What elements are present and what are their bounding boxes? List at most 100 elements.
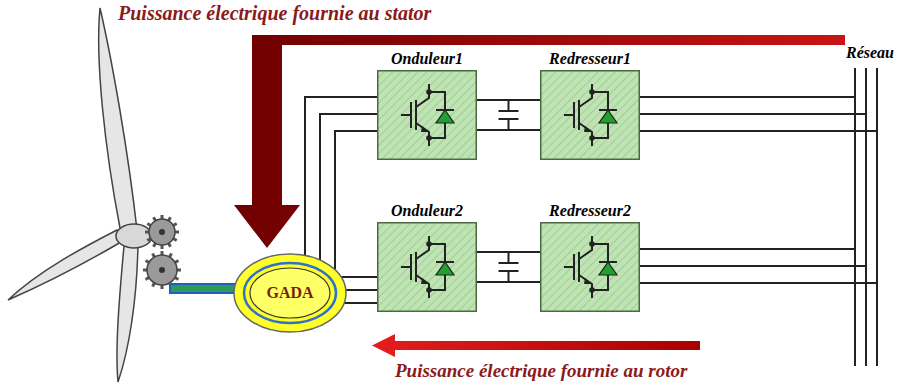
grid-bus [865, 68, 867, 366]
converter-shape [589, 135, 595, 141]
wire-group [305, 97, 377, 270]
converter-shape [540, 222, 640, 312]
converter-label: Onduleur1 [391, 50, 463, 68]
wire [341, 276, 377, 278]
converter-shape [579, 123, 592, 146]
grid-bus [876, 68, 878, 366]
converter-shape [426, 287, 432, 293]
converter-shape [416, 236, 429, 259]
turbine-blade [8, 230, 121, 300]
grid-bus [640, 130, 877, 132]
converter-shape [573, 254, 575, 280]
converter-shape [579, 275, 592, 298]
wire [508, 119, 510, 130]
converter-shape [579, 236, 592, 259]
converter-shape [421, 278, 429, 284]
converter-shape [421, 126, 429, 132]
grid-bus [640, 96, 855, 98]
converter-box: Redresseur2 [540, 222, 640, 312]
converter-shape [426, 135, 432, 141]
power-flow-label: Puissance électrique fournie au stator [118, 2, 431, 25]
converter-shape [410, 254, 412, 280]
rotor-power-arrow [372, 334, 700, 357]
converter-shape [377, 70, 477, 160]
converter-shape [378, 223, 477, 312]
converter-shape [415, 252, 417, 282]
generator-gada: GADA [233, 253, 347, 333]
wire [344, 302, 377, 304]
grid-bus [640, 248, 855, 250]
turbine-blade [99, 8, 137, 230]
converter-shape [584, 126, 592, 132]
converter-shape [401, 84, 454, 146]
gearbox [143, 215, 181, 289]
converter-shape [541, 71, 640, 160]
converter-shape [436, 262, 454, 275]
converter-shape [377, 222, 477, 312]
converter-shape [541, 223, 640, 312]
converter-shape [401, 236, 454, 298]
converter-shape [564, 236, 617, 298]
power-flow-label: Puissance électrique fournie au rotor [395, 360, 687, 382]
converter-shape [401, 114, 411, 116]
converter-label: Redresseur2 [549, 202, 631, 220]
connection-wire [320, 114, 377, 260]
grid-bus [854, 68, 856, 366]
converter-shape [564, 266, 574, 268]
wire [499, 262, 519, 264]
grid-label: Réseau [846, 44, 894, 62]
connection-wire [477, 99, 540, 101]
converter-shape [578, 252, 580, 282]
converter-shape [573, 102, 575, 128]
grid-bus [640, 68, 877, 366]
converter-box: Redresseur1 [540, 70, 640, 160]
grid-bus [640, 282, 877, 284]
node-label: GADA [233, 253, 347, 333]
converter-shape [401, 266, 411, 268]
wind-turbine [8, 8, 236, 382]
converter-shape [599, 262, 617, 275]
wire [508, 100, 510, 111]
turbine-blade [117, 244, 138, 382]
converter-label: Redresseur1 [549, 50, 631, 68]
converter-shape [426, 241, 432, 247]
converter-shape [416, 275, 429, 298]
grid-bus [640, 265, 866, 267]
gear-axle [159, 229, 165, 235]
converter-shape [564, 84, 617, 146]
generator-shaft [170, 284, 236, 293]
converter-shape [579, 84, 592, 107]
converter-label: Onduleur2 [391, 202, 463, 220]
converter-shape [578, 100, 580, 130]
wire-group [477, 252, 540, 282]
converter-box: Onduleur2 [377, 222, 477, 312]
stator-power-arrow [234, 35, 845, 248]
converter-shape [416, 123, 429, 146]
converter-shape [589, 241, 595, 247]
converter-shape [584, 278, 592, 284]
turbine-hub [116, 224, 152, 248]
wire [305, 97, 377, 255]
converter-shape [410, 102, 412, 128]
wire [508, 252, 510, 263]
connection-wire [346, 289, 377, 291]
converter-shape [415, 100, 417, 130]
converter-shape [426, 89, 432, 95]
converter-shape [416, 84, 429, 107]
grid-bus [640, 113, 866, 115]
generator-shape [234, 254, 346, 332]
converter-shape [436, 110, 454, 123]
converter-shape [540, 70, 640, 160]
converter-shape [378, 71, 477, 160]
connection-wire [477, 251, 540, 253]
converter-shape [589, 89, 595, 95]
wire [499, 110, 519, 112]
wire [508, 271, 510, 282]
gear-wheel [147, 255, 177, 285]
wire-group [477, 100, 540, 130]
converter-shape [589, 287, 595, 293]
gear-axle [159, 267, 165, 273]
converter-shape [564, 114, 574, 116]
converter-box: Onduleur1 [377, 70, 477, 160]
